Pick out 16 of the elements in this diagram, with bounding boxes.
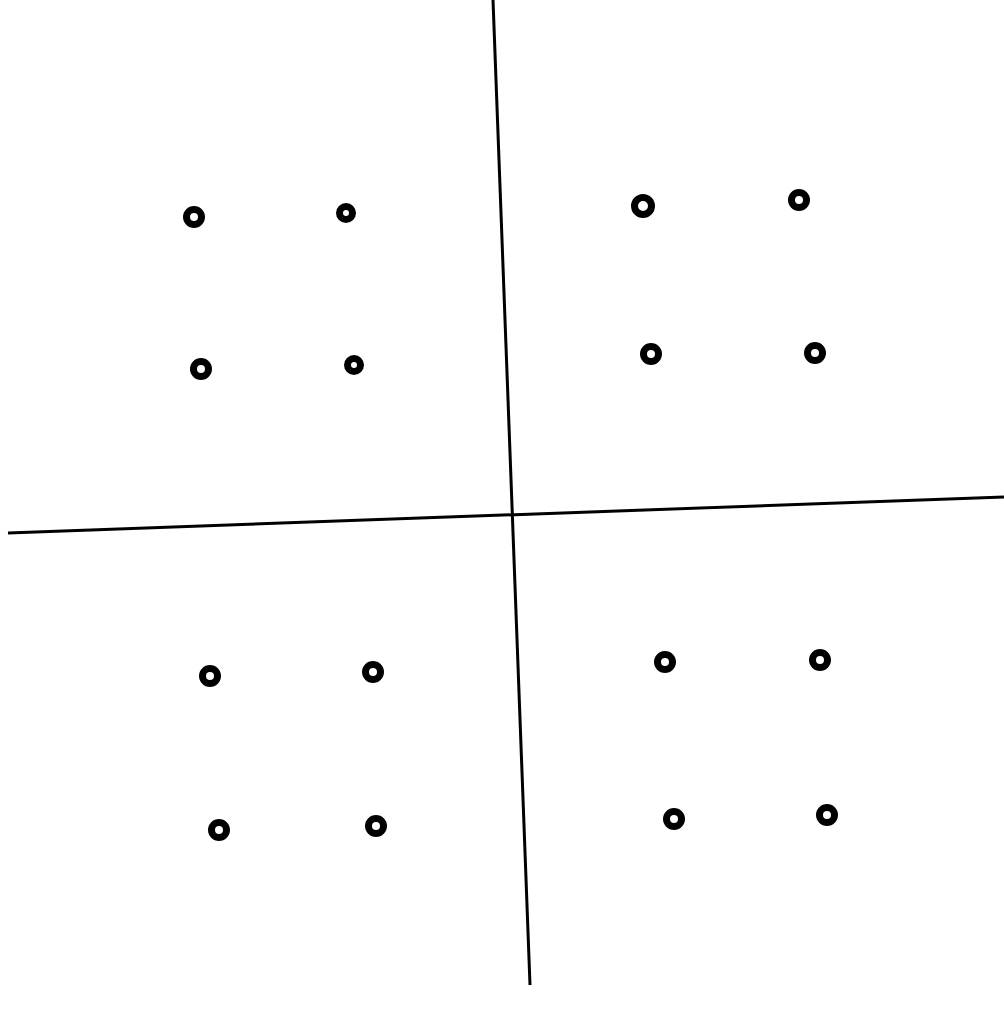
ring-marker [190,358,212,380]
ring-marker [788,189,810,211]
ring-marker [183,206,205,228]
ring-marker [365,815,387,837]
ring-marker [631,194,655,218]
ring-marker [362,661,384,683]
ring-marker [663,808,685,830]
ring-marker [208,819,230,841]
ring-marker [804,342,826,364]
ring-marker [199,665,221,687]
ring-marker [654,651,676,673]
ring-marker [809,649,831,671]
ring-marker [336,203,356,223]
ring-marker [344,355,364,375]
ring-marker [816,804,838,826]
ring-marker [640,343,662,365]
